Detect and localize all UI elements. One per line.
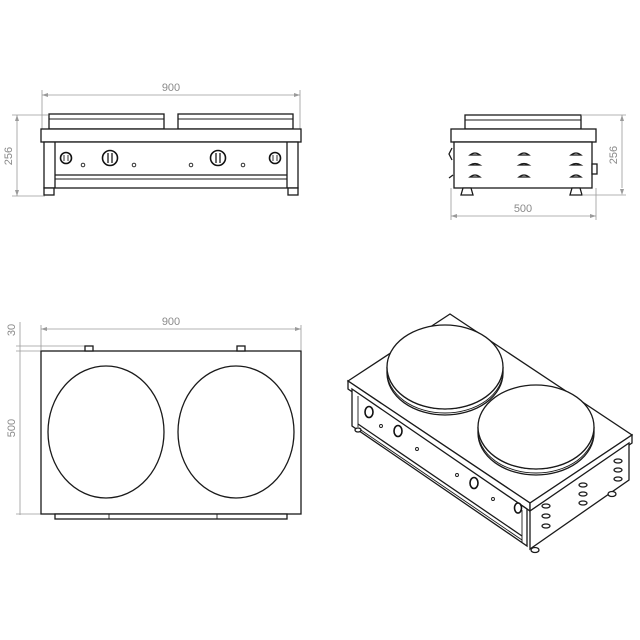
side-width-label: 500 <box>514 203 532 215</box>
top-depth-label: 500 <box>6 419 18 437</box>
top-view: 900 30 500 <box>6 316 302 520</box>
front-width-label: 900 <box>162 82 180 94</box>
small-knob-icon <box>59 151 73 165</box>
vent-grid <box>467 152 584 178</box>
small-knob-icon <box>268 151 282 165</box>
front-view: 900 256 <box>3 82 302 197</box>
front-height-label: 256 <box>3 147 15 165</box>
large-knob-icon <box>101 149 119 167</box>
large-knob-icon <box>209 149 227 167</box>
iso-vent-grid <box>541 458 623 529</box>
top-offset-label: 30 <box>6 324 18 336</box>
isometric-view <box>346 313 634 554</box>
side-height-label: 256 <box>608 146 620 164</box>
iso-griddle-plate-back <box>386 324 504 410</box>
side-view: 256 500 <box>448 114 626 220</box>
iso-knob-icon <box>393 424 403 438</box>
griddle-plate-right <box>177 365 295 499</box>
iso-knob-icon <box>364 405 374 419</box>
iso-knob-icon <box>469 476 479 490</box>
top-width-label: 900 <box>162 316 180 328</box>
iso-griddle-plate-front <box>477 384 595 470</box>
griddle-plate-left <box>47 365 165 499</box>
iso-knob-icon <box>513 502 523 514</box>
